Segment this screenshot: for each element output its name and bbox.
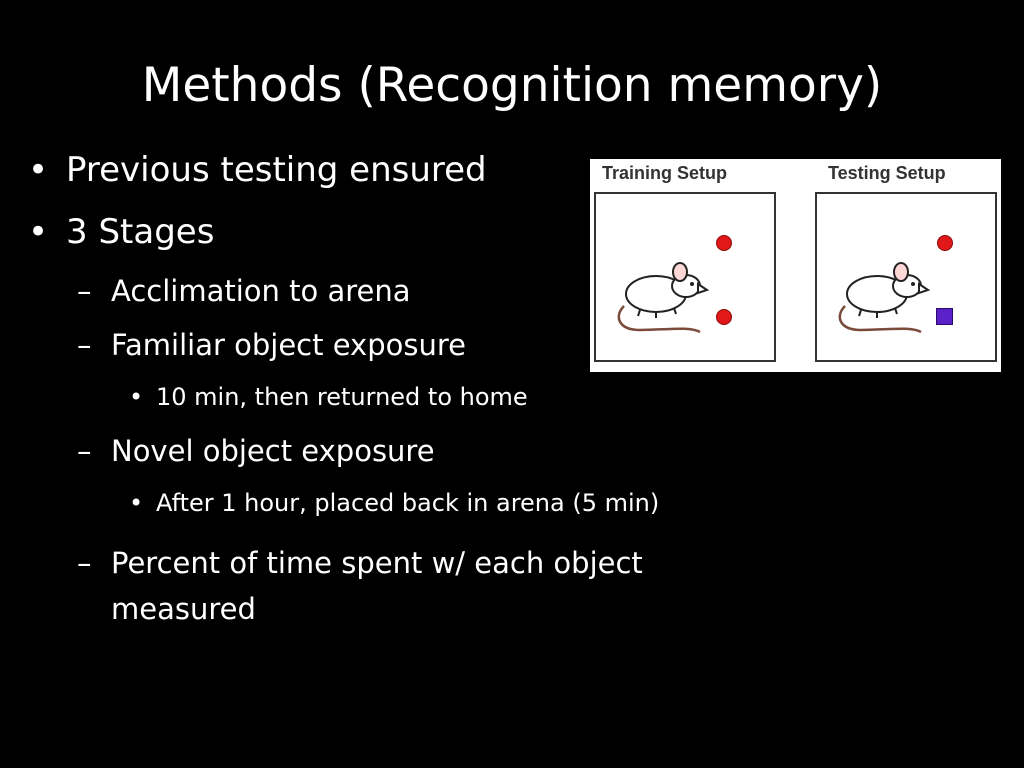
- bullet-marker: •: [28, 212, 49, 252]
- dash-marker: –: [77, 546, 92, 580]
- bullet-marker: •: [129, 489, 144, 517]
- sub-sub-bullet-text: 10 min, then returned to home: [156, 383, 528, 411]
- familiar-object: [937, 235, 953, 251]
- sub-bullet-text: Percent of time spent w/ each object mea…: [111, 546, 643, 626]
- testing-setup-label: Testing Setup: [828, 163, 946, 183]
- bullet-item: • Previous testing ensured: [28, 150, 748, 190]
- bullet-list: • Previous testing ensured • 3 Stages – …: [28, 150, 748, 652]
- training-arena: [594, 192, 776, 362]
- mouse-icon: [838, 262, 931, 334]
- novel-object: [936, 308, 953, 325]
- bullet-text: Previous testing ensured: [66, 150, 487, 190]
- sub-sub-bullet-text: After 1 hour, placed back in arena (5 mi…: [156, 489, 660, 517]
- sub-bullet-item: – Familiar object exposure: [28, 328, 748, 362]
- bullet-text: 3 Stages: [66, 212, 215, 252]
- sub-sub-bullet-item: • 10 min, then returned to home: [28, 382, 748, 412]
- mouse-icon: [617, 262, 710, 334]
- sub-bullet-item: – Novel object exposure: [28, 434, 748, 468]
- bullet-marker: •: [28, 150, 49, 190]
- sub-sub-bullet-item: • After 1 hour, placed back in arena (5 …: [28, 488, 748, 518]
- bullet-item: • 3 Stages: [28, 212, 748, 252]
- familiar-object-1: [716, 235, 732, 251]
- sub-bullet-text: Familiar object exposure: [111, 328, 466, 362]
- dash-marker: –: [77, 434, 92, 468]
- slide-title: Methods (Recognition memory): [141, 58, 883, 113]
- setup-figure: Training Setup Testing Setup: [590, 159, 1001, 372]
- training-setup-label: Training Setup: [602, 163, 728, 183]
- sub-bullet-item: – Acclimation to arena: [28, 274, 748, 308]
- familiar-object-2: [716, 309, 732, 325]
- sub-bullet-item: – Percent of time spent w/ each object m…: [28, 540, 711, 632]
- sub-bullet-text: Acclimation to arena: [111, 274, 411, 308]
- dash-marker: –: [77, 274, 92, 308]
- testing-arena: [815, 192, 997, 362]
- sub-bullet-text: Novel object exposure: [111, 434, 435, 468]
- dash-marker: –: [77, 328, 92, 362]
- bullet-marker: •: [129, 383, 144, 411]
